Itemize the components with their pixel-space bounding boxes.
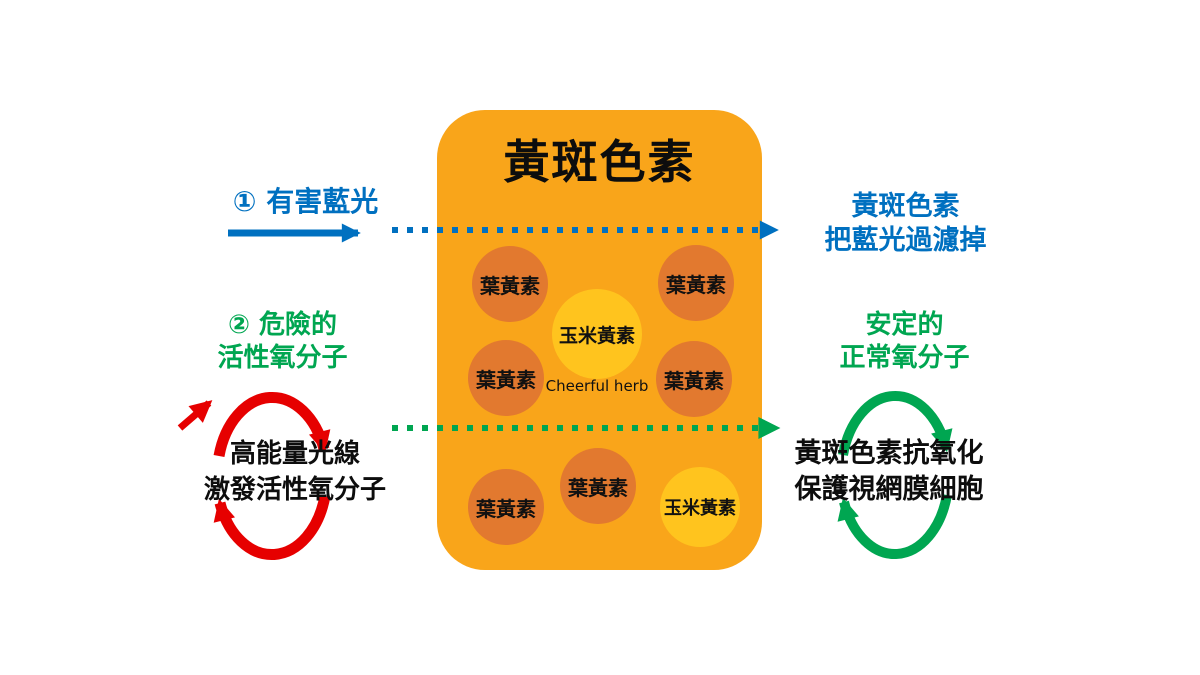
antioxidant-protect-line1: 黃斑色素抗氧化	[794, 438, 984, 469]
lutein-label: 葉黃素	[476, 496, 536, 521]
reactive-oxygen-line1: ② 危險的	[227, 310, 338, 340]
reactive-oxygen-line2: 活性氧分子	[217, 343, 348, 373]
lutein-circle: 葉黃素	[658, 245, 734, 321]
harmful-blue-light-label: ① 有害藍光	[232, 185, 379, 218]
panel-title: 黃斑色素	[503, 135, 696, 189]
blue-filter-line2: 把藍光過濾掉	[824, 225, 987, 256]
zeaxanthin-circle: 玉米黃素	[552, 289, 642, 379]
stable-oxygen-label: 安定的 正常氧分子	[812, 309, 997, 375]
lutein-circle: 葉黃素	[468, 340, 544, 416]
lutein-label: 葉黃素	[476, 367, 536, 392]
green-cycle-arrow-top	[838, 391, 953, 456]
lutein-circle: 葉黃素	[472, 246, 548, 322]
stable-oxygen-line1: 安定的	[865, 310, 944, 340]
antioxidant-protect-text: 黃斑色素抗氧化 保護視網膜細胞	[772, 436, 1006, 508]
zeaxanthin-circle: 玉米黃素	[660, 467, 740, 547]
green-cycle-arrow-bottom	[837, 494, 952, 559]
red-cycle-arrow-top	[213, 391, 331, 457]
high-energy-light-line1: 高能量光線	[229, 439, 360, 469]
zeaxanthin-label: 玉米黃素	[558, 324, 635, 347]
lutein-circle: 葉黃素	[656, 341, 732, 417]
lutein-label: 葉黃素	[664, 368, 724, 393]
blue-filter-line1: 黃斑色素	[851, 191, 960, 222]
cheerful-herb-caption: Cheerful herb	[545, 377, 649, 395]
high-energy-light-line2: 激發活性氧分子	[203, 475, 386, 505]
stable-oxygen-line2: 正常氧分子	[839, 343, 970, 373]
high-energy-light-text: 高能量光線 激發活性氧分子	[180, 436, 410, 508]
zeaxanthin-label: 玉米黃素	[664, 498, 736, 519]
lutein-label: 葉黃素	[568, 475, 628, 500]
blue-filter-text: 黃斑色素 把藍光過濾掉	[808, 190, 1003, 258]
lutein-circle: 葉黃素	[468, 469, 544, 545]
lutein-label: 葉黃素	[480, 273, 540, 298]
lutein-circle: 葉黃素	[560, 448, 636, 524]
red-cycle-arrow-bottom	[213, 495, 331, 561]
red-trigger-arrow	[177, 400, 213, 431]
antioxidant-protect-line2: 保護視網膜細胞	[794, 474, 984, 505]
reactive-oxygen-label: ② 危險的 活性氧分子	[190, 309, 375, 375]
lutein-label: 葉黃素	[666, 272, 726, 297]
